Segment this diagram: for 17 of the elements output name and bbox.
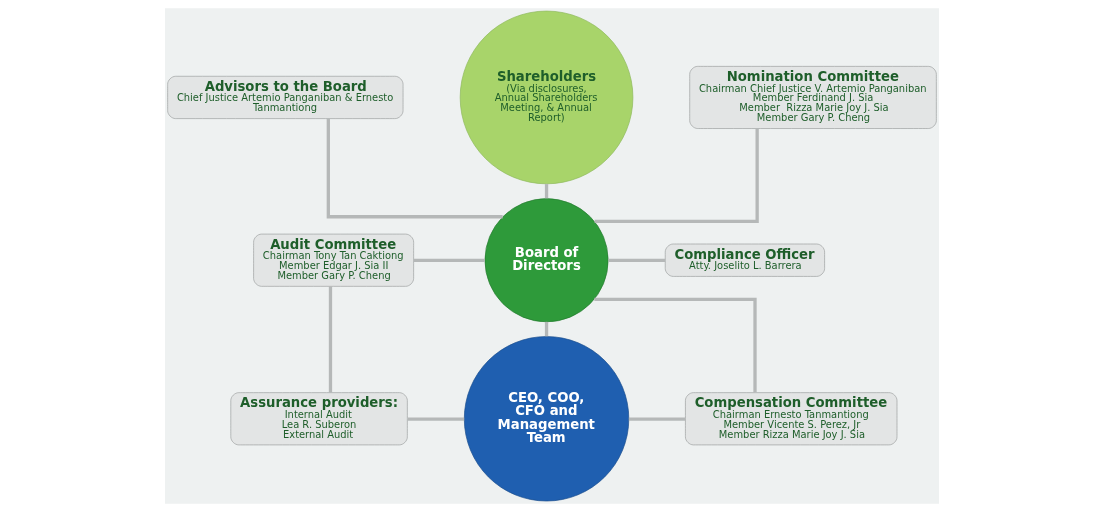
node-circle: CEO, COO, CFO and Management Team	[463, 336, 630, 502]
connector	[594, 297, 757, 393]
node-circle: Board of Directors	[484, 198, 609, 323]
node-box: Compliance Officer Atty. Joselito L. Barrera	[664, 243, 825, 277]
node-box: Audit Committee Chairman Tony Tan Caktiong Member Edgar J. Sia II Member Gary P. Cheng	[253, 233, 414, 287]
node-box: Nomination Committee Chairman Chief Justice V. Artemio Panganiban Member Ferdinand J. Sia Member Rizza Marie Joy J. Sia Member Gary P. Cheng	[689, 66, 937, 129]
connector	[628, 417, 686, 421]
connector	[608, 258, 666, 263]
connector	[407, 417, 465, 421]
node-box: Advisors to the Board Chief Justice Artemio Panganiban & Ernesto Tanmantiong	[167, 75, 404, 119]
node-circle: Shareholders (Via disclosures, Annual Shareholders Meeting, & Annual Report)	[459, 10, 634, 185]
node-box: Assurance providers: Internal Audit Lea R. Suberon External Audit	[230, 392, 408, 446]
connector	[328, 286, 333, 393]
connector	[326, 118, 503, 219]
node-box: Compensation Committee Chairman Ernesto Tanmantiong Member Vicente S. Perez, Jr Member Rizza Marie Joy J. Sia	[685, 392, 898, 446]
connector	[594, 128, 759, 223]
connector	[413, 258, 485, 263]
